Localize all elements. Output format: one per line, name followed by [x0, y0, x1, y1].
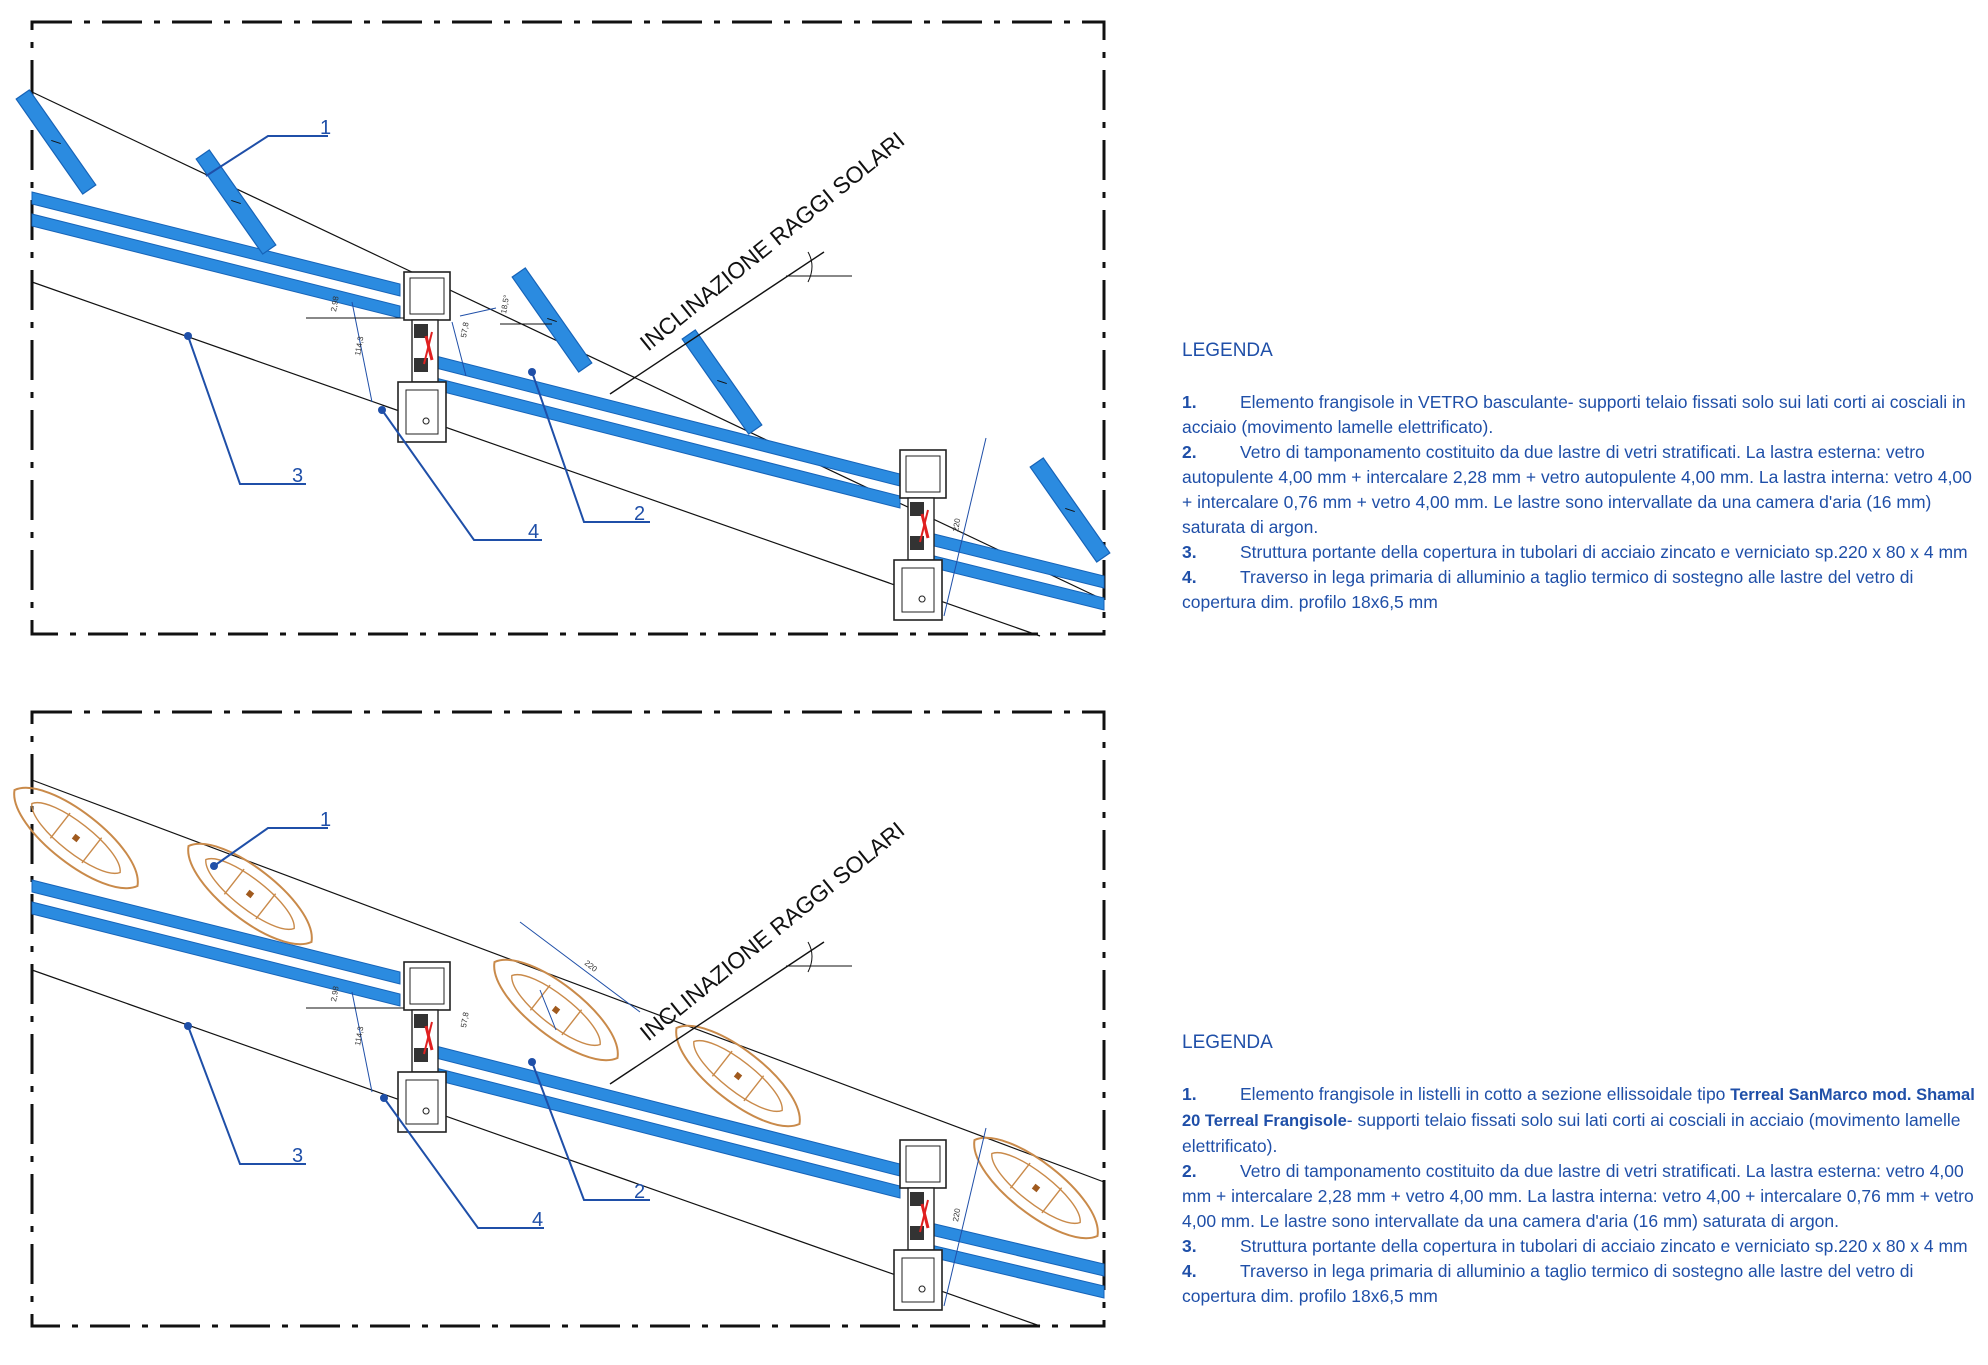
legend-item-text: - supporti telaio fissati solo sui lati …: [1182, 1110, 1961, 1156]
legend-items: 1.Elemento frangisole in VETRO basculant…: [1182, 390, 1982, 615]
rays-label: INCLINAZIONE RAGGI SOLARI: [635, 817, 910, 1046]
callout-3: 3: [292, 465, 303, 487]
legend-top: LEGENDA 1.Elemento frangisole in VETRO b…: [1182, 340, 1982, 615]
svg-text:2,98: 2,98: [329, 985, 341, 1002]
legend-item: 1.Elemento frangisole in VETRO basculant…: [1182, 390, 1982, 440]
legend-title: LEGENDA: [1182, 1032, 1273, 1053]
legend-item-text: Elemento frangisole in VETRO basculante-…: [1182, 392, 1966, 437]
legend-item: 1. Elemento frangisole in listelli in cot…: [1182, 1082, 1982, 1159]
legend-item-text: Struttura portante della copertura in tu…: [1240, 1236, 1968, 1256]
panel-border: [30, 20, 1106, 636]
panel-bottom: 114,3 220 57,8 220 2,98 INCLINAZIONE RAG…: [0, 710, 1115, 1328]
svg-text:114,3: 114,3: [353, 1025, 365, 1046]
legend-item: 4.Traverso in lega primaria di alluminio…: [1182, 1259, 1982, 1309]
legend-item-number: 3.: [1182, 1236, 1197, 1256]
legend-brand-text: Terreal SanMarco mod. Shamal 20 Terreal …: [1182, 1086, 1975, 1130]
svg-text:57,8: 57,8: [459, 321, 471, 338]
panel-border: [30, 710, 1106, 1328]
legend-item-number: 2.: [1182, 1161, 1197, 1181]
callout-2: 2: [634, 503, 645, 525]
panel-top: 114,3 220 57,8 18,5° 2,98 INCLINAZIONE R…: [15, 20, 1111, 637]
legend-item: 3. Struttura portante della copertura in …: [1182, 1234, 1982, 1259]
svg-text:220: 220: [951, 517, 962, 532]
legend-bottom: LEGENDA 1. Elemento frangisole in listell…: [1182, 1032, 1982, 1309]
legend-item-number: 3.: [1182, 542, 1197, 562]
callout-2: 2: [634, 1181, 645, 1203]
callout-4: 4: [528, 521, 539, 543]
legend-item-number: 2.: [1182, 442, 1197, 462]
legend-item-text: Struttura portante della copertura in tu…: [1240, 542, 1968, 562]
legend-item-text: Vetro di tamponamento costituito da due …: [1182, 442, 1972, 537]
transom-profile: [396, 270, 452, 444]
legend-item-number: 1.: [1182, 1084, 1197, 1104]
legend-item: 2.Vetro di tamponamento costituito da du…: [1182, 1159, 1982, 1234]
callout-1: 1: [320, 117, 331, 139]
glass-panes: [31, 879, 1105, 1299]
rays-label: INCLINAZIONE RAGGI SOLARI: [635, 127, 910, 356]
legend-item-number: 1.: [1182, 392, 1197, 412]
legend-item: 3. Struttura portante della copertura in …: [1182, 540, 1982, 565]
legend-item: 4.Traverso in lega primaria di alluminio…: [1182, 565, 1982, 615]
legend-item-text: Vetro di tamponamento costituito da due …: [1182, 1161, 1974, 1231]
svg-text:18,5°: 18,5°: [499, 294, 511, 314]
svg-text:114,3: 114,3: [353, 335, 365, 356]
callout-1: 1: [320, 809, 331, 831]
callout-leaders: [187, 827, 650, 1229]
svg-text:220: 220: [583, 958, 599, 974]
legend-item-text: Traverso in lega primaria di alluminio a…: [1182, 567, 1914, 612]
svg-text:57,8: 57,8: [459, 1011, 471, 1028]
legend-item-number: 4.: [1182, 567, 1197, 587]
callout-4: 4: [532, 1209, 543, 1231]
legend-item-text: Elemento frangisole in listelli in cotto…: [1240, 1084, 1731, 1104]
legend-title: LEGENDA: [1182, 340, 1273, 361]
legend-item-text: Traverso in lega primaria di alluminio a…: [1182, 1261, 1914, 1306]
transom-profile: [396, 960, 452, 1134]
callout-3: 3: [292, 1145, 303, 1167]
svg-text:2,98: 2,98: [329, 295, 341, 312]
glass-panes: [31, 191, 1105, 611]
legend-items: 1. Elemento frangisole in listelli in cot…: [1182, 1082, 1982, 1309]
legend-item-number: 4.: [1182, 1261, 1197, 1281]
callout-leaders: [187, 135, 650, 541]
legend-item: 2.Vetro di tamponamento costituito da du…: [1182, 440, 1982, 540]
svg-text:220: 220: [951, 1207, 962, 1222]
